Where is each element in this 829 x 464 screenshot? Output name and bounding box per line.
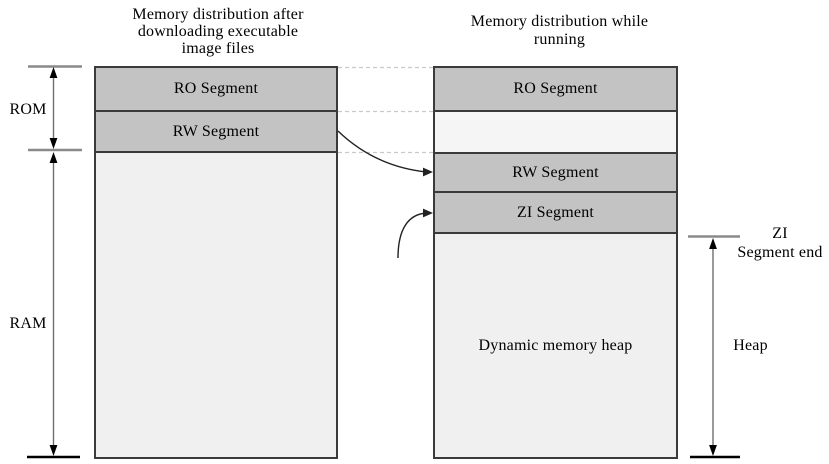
heap-label: Heap <box>733 337 768 354</box>
dynamic-memory-heap-label: Dynamic memory heap <box>478 336 633 354</box>
heap-arrowhead-up <box>709 238 717 249</box>
right-ro-segment-rect <box>433 66 678 112</box>
zi-segment-end-label: ZI Segment end <box>737 225 823 261</box>
right-column-title: Memory distribution while running <box>470 13 649 48</box>
ram-arrowhead-up <box>49 152 58 163</box>
right-heap-area-rect <box>433 232 678 459</box>
left-free-area-rect <box>94 151 338 459</box>
rom-label: ROM <box>9 101 47 118</box>
left-rw-segment-label: RW Segment <box>172 122 260 140</box>
ram-arrowhead-down <box>49 445 58 456</box>
rom-arrowhead-down <box>49 138 58 149</box>
right-rw-segment-rect <box>433 152 678 193</box>
ram-measure-arrow <box>27 152 80 459</box>
right-ro-segment-label: RO Segment <box>513 80 598 97</box>
zi-arrowhead <box>423 208 433 218</box>
rw-relocation-arrow <box>337 130 433 177</box>
right-zi-segment-label: ZI Segment <box>516 203 595 221</box>
right-memory-column <box>433 66 678 459</box>
left-ro-segment-label: RO Segment <box>173 80 259 97</box>
left-rw-segment-rect <box>94 110 338 153</box>
dashed-connector-lines <box>338 66 433 154</box>
right-zi-segment-rect <box>433 191 678 234</box>
heap-measure-arrow <box>688 235 740 459</box>
left-memory-column <box>94 66 338 459</box>
rom-arrowhead-up <box>49 67 58 78</box>
right-gap-rect <box>433 110 678 154</box>
zi-creation-arrow <box>397 208 433 259</box>
rw-arrow-curve <box>337 130 428 173</box>
rw-arrowhead <box>423 167 433 177</box>
ram-label: RAM <box>9 315 47 332</box>
left-column-title: Memory distribution after downloading ex… <box>132 6 304 57</box>
zi-arrow-curve <box>397 212 428 259</box>
right-rw-segment-label: RW Segment <box>512 163 599 181</box>
rom-measure-arrow <box>28 65 82 152</box>
heap-arrowhead-down <box>709 445 717 456</box>
left-ro-segment-rect <box>94 66 338 112</box>
